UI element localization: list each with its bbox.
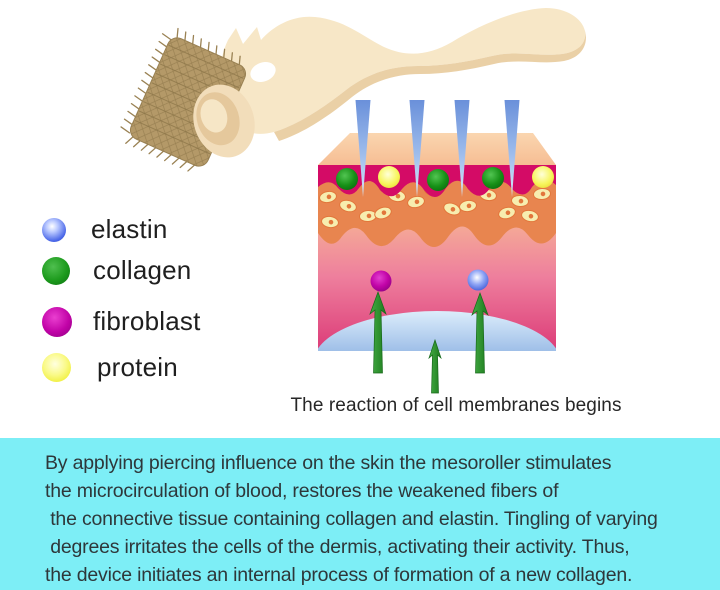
- collagen-sphere-icon: [427, 169, 449, 191]
- fibroblast-sphere-icon: [370, 270, 392, 292]
- needle-icon: [504, 100, 520, 197]
- elastin-sphere-icon: [467, 269, 489, 291]
- skin-diagram: [318, 100, 556, 394]
- up-arrow-icon: [471, 291, 489, 374]
- legend-item-fibroblast: fibroblast: [42, 306, 201, 337]
- collagen-sphere-icon: [42, 256, 70, 285]
- needle-icon: [409, 100, 425, 197]
- needle-icon: [454, 100, 470, 197]
- mesoroller-illustration: [120, 8, 586, 172]
- drum-spikes: [120, 27, 241, 172]
- fibroblast-sphere-icon: [42, 306, 72, 337]
- banner-text: By applying piercing influence on the sk…: [45, 449, 695, 589]
- handle-hole: [250, 62, 276, 82]
- protein-sphere-icon: [42, 353, 71, 382]
- collagen-sphere-icon: [336, 168, 358, 190]
- needle-icons: [355, 100, 520, 197]
- collagen-sphere-icon: [482, 167, 504, 189]
- protein-sphere-icon: [532, 166, 554, 188]
- diagram-caption: The reaction of cell membranes begins: [290, 395, 622, 416]
- banner-line: the connective tissue containing collage…: [45, 508, 658, 530]
- roller-handle: [219, 8, 586, 134]
- banner-line: the device initiates an internal process…: [45, 564, 633, 586]
- banner-line: the microcirculation of blood, restores …: [45, 480, 559, 502]
- skin-top-face: [318, 133, 556, 165]
- legend-label-elastin: elastin: [91, 214, 168, 244]
- up-arrow-icon: [369, 290, 387, 374]
- banner-line: By applying piercing influence on the sk…: [45, 452, 612, 474]
- legend-label-protein: protein: [97, 352, 178, 382]
- up-arrow-icon: [428, 338, 442, 394]
- roller-handle-shadow: [274, 31, 586, 141]
- legend-item-protein: protein: [42, 352, 178, 383]
- legend-item-collagen: collagen: [42, 255, 191, 286]
- legend-label-fibroblast: fibroblast: [93, 306, 201, 336]
- up-arrow-icons: [369, 290, 489, 394]
- legend-label-collagen: collagen: [93, 255, 192, 285]
- elastin-sphere-icon: [42, 217, 66, 242]
- protein-sphere-icon: [378, 166, 400, 188]
- banner-line: degrees irritates the cells of the dermi…: [45, 536, 630, 558]
- needle-icon: [355, 100, 371, 197]
- drum-end-cap: [193, 84, 255, 158]
- legend-item-elastin: elastin: [42, 214, 168, 245]
- info-banner: By applying piercing influence on the sk…: [0, 438, 720, 590]
